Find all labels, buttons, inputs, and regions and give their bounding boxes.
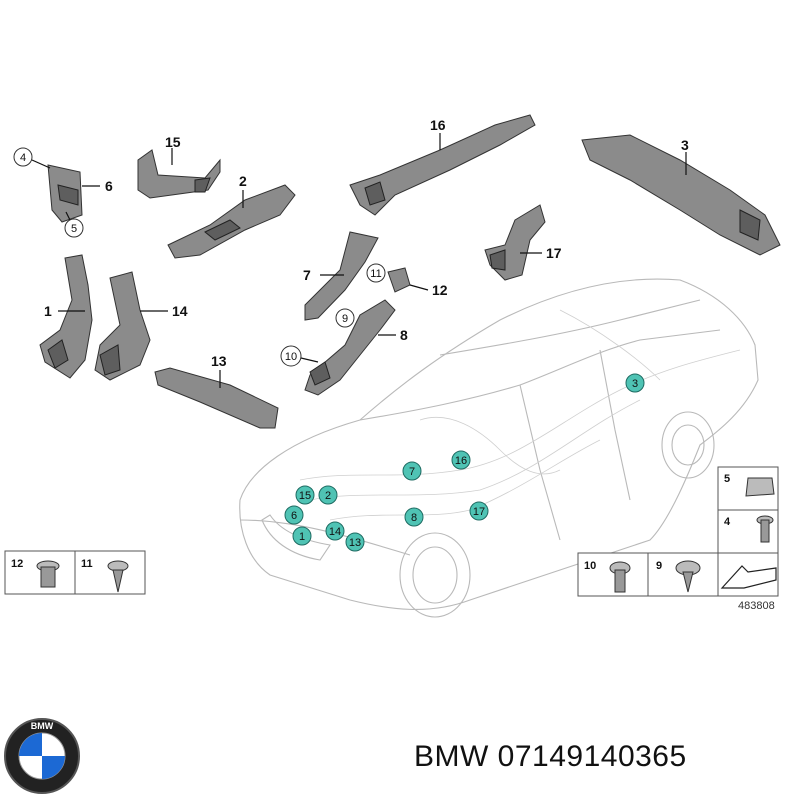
- part-13: 13: [154, 353, 279, 429]
- table-label-12: 12: [11, 558, 23, 570]
- car-marker-16[interactable]: 16: [451, 450, 471, 470]
- car-marker-2[interactable]: 2: [318, 485, 338, 505]
- part-11-12: 11 12: [366, 263, 448, 298]
- callout-6: 6: [105, 178, 113, 194]
- part-16: 16: [349, 114, 536, 216]
- callout-12: 12: [432, 282, 448, 298]
- callout-2: 2: [239, 173, 247, 189]
- screw-icon: [107, 560, 129, 593]
- table-label-5: 5: [724, 473, 730, 485]
- callout-4: 4: [20, 152, 26, 164]
- callout-17: 17: [546, 245, 562, 261]
- callout-3: 3: [681, 137, 689, 153]
- car-marker-8[interactable]: 8: [404, 507, 424, 527]
- svg-text:13: 13: [349, 537, 361, 549]
- car-marker-6[interactable]: 6: [284, 505, 304, 525]
- part-14: 14: [94, 271, 188, 381]
- part-8: 9 8 10: [280, 299, 408, 396]
- svg-text:17: 17: [473, 506, 485, 518]
- part-1: 1: [39, 254, 93, 379]
- car-marker-15[interactable]: 15: [295, 485, 315, 505]
- part-15: 15: [137, 134, 221, 199]
- car-marker-13[interactable]: 13: [345, 532, 365, 552]
- svg-text:1: 1: [299, 531, 305, 543]
- part-2: 2: [167, 173, 296, 259]
- car-marker-17[interactable]: 17: [469, 501, 489, 521]
- callout-11: 11: [370, 268, 381, 280]
- fastener-table-left: 12 11: [4, 550, 146, 595]
- fastener-table-right: 5 4 10 9 483808: [577, 466, 779, 612]
- car-markers: 3 7 16 15 2 6 8 17 14 1 13: [284, 373, 645, 552]
- screw-icon: [609, 561, 631, 593]
- callout-13: 13: [211, 353, 227, 369]
- table-label-4: 4: [724, 516, 731, 528]
- callout-9: 9: [342, 313, 348, 325]
- callout-14: 14: [172, 303, 188, 319]
- svg-text:BMW: BMW: [31, 721, 54, 731]
- car-marker-1[interactable]: 1: [292, 526, 312, 546]
- svg-text:16: 16: [455, 455, 467, 467]
- table-label-11: 11: [81, 558, 93, 570]
- svg-text:8: 8: [411, 512, 417, 524]
- car-marker-3[interactable]: 3: [625, 373, 645, 393]
- part-number-caption: BMW 07149140365: [414, 740, 687, 773]
- callout-1: 1: [44, 303, 52, 319]
- part-bracket-6: 4 5 6: [13, 147, 113, 238]
- clip-icon: [745, 477, 775, 497]
- reference-number: 483808: [738, 600, 775, 612]
- car-marker-7[interactable]: 7: [402, 461, 422, 481]
- direction-arrow-icon: [720, 565, 777, 589]
- callout-8: 8: [400, 327, 408, 343]
- bmw-logo: BMW: [4, 718, 80, 794]
- car-marker-14[interactable]: 14: [325, 521, 345, 541]
- callout-15: 15: [165, 134, 181, 150]
- callout-7: 7: [303, 267, 311, 283]
- table-label-9: 9: [656, 560, 662, 572]
- svg-text:7: 7: [409, 466, 415, 478]
- callout-10: 10: [285, 351, 297, 363]
- svg-text:3: 3: [632, 378, 638, 390]
- screw-icon: [675, 560, 701, 593]
- part-3: 3: [581, 134, 781, 256]
- part-17: 17: [484, 204, 562, 281]
- svg-text:2: 2: [325, 490, 331, 502]
- screw-icon: [756, 515, 774, 543]
- part-7: 7: [303, 231, 379, 321]
- callout-16: 16: [430, 117, 446, 133]
- svg-text:6: 6: [291, 510, 297, 522]
- callout-5: 5: [71, 223, 77, 235]
- rivet-nut-icon: [36, 560, 60, 588]
- svg-text:15: 15: [299, 490, 311, 502]
- table-label-10: 10: [584, 560, 596, 572]
- svg-text:14: 14: [329, 526, 341, 538]
